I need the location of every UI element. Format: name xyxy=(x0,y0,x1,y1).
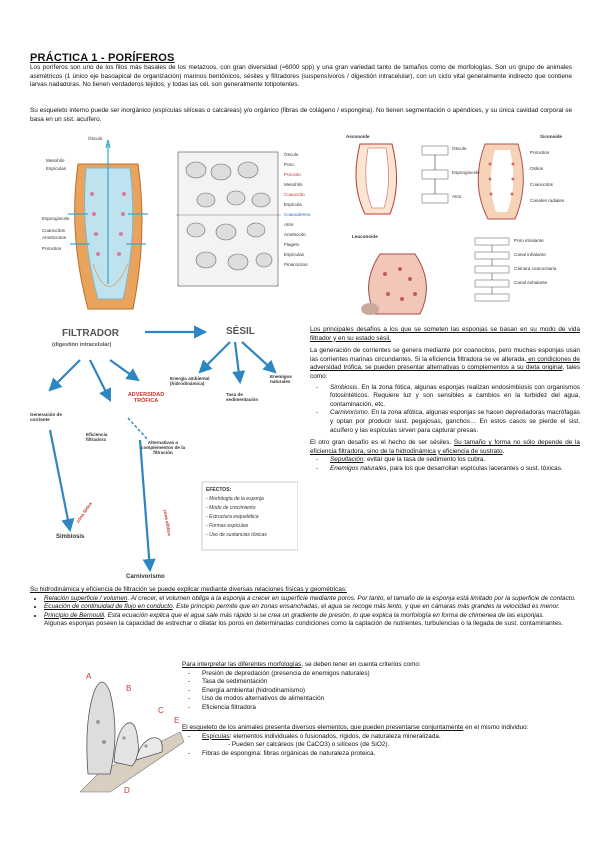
diagram-carnivorismo: Carnivorismo xyxy=(126,574,165,580)
body-plans-figure: Asconoide Siconoide Leuconoide Ósculo Es… xyxy=(340,134,585,319)
list-item-enemigos: Enemigos naturales, para los que desarro… xyxy=(310,465,580,474)
morph-criterion: Energía ambiental (hidrodinamismo) xyxy=(182,687,578,696)
hydro-item: Relación superficie / volumen. Al crecer… xyxy=(44,595,578,604)
fig1-label-porocitos: Porocitos xyxy=(42,246,62,251)
morph-intro: Para interpretar las diferentes morfolog… xyxy=(182,661,421,668)
diagram-generacion: Generación de corriente xyxy=(30,412,62,422)
fig3-title-siconoide: Siconoide xyxy=(540,134,562,139)
fig3-label-camara: Cámara coanocitaria xyxy=(514,266,557,271)
figure-letter-c: C xyxy=(158,706,164,715)
fig3-label-espongiocele: Espongiocele xyxy=(452,170,480,175)
fig2-label-poro: Poro xyxy=(284,162,294,167)
challenges-intro: Los principales desafíos a los que se so… xyxy=(310,326,580,342)
fig1-label-amebocitos: Amebocitos xyxy=(42,235,67,240)
diagram-efectos-box: EFECTOS: - Morfología de la esponja - Mo… xyxy=(206,486,296,540)
hydro-item: Ecuación de continuidad de flujo en cond… xyxy=(44,603,578,612)
fig2-label-espiculas: Espículas xyxy=(284,252,304,257)
diagram-eficiencia: Eficiencia filtradora xyxy=(86,432,108,442)
fig1-label-osculo: Ósculo xyxy=(88,136,103,141)
diagram-alternativas: Alternativas o complementos de la filtra… xyxy=(140,440,186,455)
figure-letter-a: A xyxy=(86,672,92,681)
skeleton-subitem: - Pueden ser calcáreos (de CaCO3) o silí… xyxy=(228,741,390,749)
fig3-label-canal-inhalante: Canal inhalante xyxy=(514,252,546,257)
hydro-item: Principio de Bernoulli. Esta ecuación ex… xyxy=(44,612,578,621)
fig2-label-amebocito: Amebocito xyxy=(284,232,306,237)
fig2-label-flagelo: Flagelo xyxy=(284,242,300,247)
diagram-efecto-item: - Modo de crecimiento xyxy=(206,505,256,511)
morph-criterion: Tasa de sedimentación xyxy=(182,678,578,687)
fig3-label-porocitos: Porocitos xyxy=(530,150,550,155)
hydro-intro: Su hidrodinámica y eficiencia de filtrac… xyxy=(30,586,347,593)
morph-criterion: Presión de depredación (presencia de ene… xyxy=(182,670,578,679)
current-generation-paragraph: La generación de corrientes se genera me… xyxy=(310,347,580,380)
skeleton-item-espongina: Fibras de espongina: fibras orgánicas de… xyxy=(182,750,578,759)
list-item-simbiosis: Simbiosis. En la zona fótica, algunas es… xyxy=(310,384,580,410)
skeleton-item-espiculas: Espículas: elementos individuales o fusi… xyxy=(182,733,578,750)
diagram-efecto-item: - Estructura esquelética xyxy=(206,514,259,520)
fig2-label-atrio: Atrio xyxy=(284,222,294,227)
diagram-efecto-item: - Uso de sustancias tóxicas xyxy=(206,532,267,538)
concept-diagram: FILTRADOR (digestión intracelular) SÉSIL… xyxy=(30,320,298,610)
list-item-sepultacion: Sepultación: evitar que la tasa de sedim… xyxy=(310,456,580,465)
skeleton-list: Espículas: elementos individuales o fusi… xyxy=(182,733,578,759)
figure-letter-b: B xyxy=(126,684,132,693)
intro-paragraph-1: Los poríferos son uno de los filos más b… xyxy=(30,64,572,89)
hydrodynamics-section: Su hidrodinámica y eficiencia de filtrac… xyxy=(30,586,578,629)
morph-criteria-list: Presión de depredación (presencia de ene… xyxy=(182,670,578,713)
fig3-label-coanocitos: Coanocitos xyxy=(530,182,553,187)
hydro-list: Relación superficie / volumen. Al crecer… xyxy=(30,595,578,621)
fig3-label-poro-inhalante: Poro inhalante xyxy=(514,238,544,243)
diagram-efecto-item: - Formas espiculas xyxy=(206,523,249,529)
sessile-paragraph: El otro gran desafío es el hecho de ser … xyxy=(310,439,580,455)
diagram-sesil: SÉSIL xyxy=(226,326,255,337)
fig1-label-espiculas: Espículas xyxy=(46,166,66,171)
fig2-label-mesohilo: Mesohilo xyxy=(284,182,303,187)
diagram-simbiosis: Simbiosis xyxy=(56,534,85,540)
diagram-efecto-item: - Morfología de la esponja xyxy=(206,496,264,502)
fig3-label-atrio: Atrio xyxy=(452,194,462,199)
skeleton-intro: El esqueleto de los animales presenta di… xyxy=(182,724,529,731)
hydro-note: Algunas esponjas poseen la capacidad de … xyxy=(44,620,564,628)
fig1-label-coanocitos: Coanocitos xyxy=(42,228,65,233)
feeding-alternatives-list: Simbiosis. En la zona fótica, algunas es… xyxy=(310,384,580,436)
sponge-morphology-figure: A B C D E xyxy=(79,662,185,802)
diagram-enemigos: Enemigos naturales xyxy=(270,374,292,384)
sessile-challenges-list: Sepultación: evitar que la tasa de sedim… xyxy=(310,456,580,473)
fig1-label-mesohilo: Mesohilo xyxy=(46,158,65,163)
fig2-label-porocito: Porocito xyxy=(284,172,301,177)
diagram-tasa: Tasa de sedimentación xyxy=(226,392,259,402)
diagram-filtrador-sub: (digestión intracelular) xyxy=(52,342,112,348)
fig3-label-osculo: Ósculo xyxy=(452,146,467,151)
diagram-energia: Energía ambiental (hidrodinámica) xyxy=(170,376,210,386)
fig2-label-coanodermo: Coanodermo xyxy=(284,212,311,217)
figure-letter-e: E xyxy=(174,716,180,725)
fig2-label-espicula: Espícula xyxy=(284,202,302,207)
right-column: Los principales desafíos a los que se so… xyxy=(310,326,580,474)
fig3-label-canal-exhalante: Canal exhalante xyxy=(514,280,548,285)
figure-letter-d: D xyxy=(124,786,130,795)
diagram-adversidad: ADVERSIDAD TRÓFICA xyxy=(127,392,165,404)
morph-criterion: Eficiencia filtradora xyxy=(182,704,578,713)
fig1-label-espongiocele: Espongiocele xyxy=(42,216,70,221)
diagram-filtrador: FILTRADOR xyxy=(62,328,120,339)
morphology-section: Para interpretar las diferentes morfolog… xyxy=(182,661,578,713)
list-item-carnivorismo: Carnivorismo. En la zona afótica, alguna… xyxy=(310,409,580,435)
fig3-title-leuconoide: Leuconoide xyxy=(352,234,378,239)
fig3-label-ostios: Ostios xyxy=(530,166,544,171)
diagram-efectos-title: EFECTOS: xyxy=(206,487,232,493)
cell-layers-figure: Ósculo Poro Porocito Mesohilo Coanocito … xyxy=(176,150,314,290)
fig2-label-coanocito: Coanocito xyxy=(284,192,305,197)
skeleton-section: El esqueleto de los animales presenta di… xyxy=(182,724,578,758)
fig3-label-canales-radiales: Canales radiales xyxy=(530,198,565,203)
page-title: PRÁCTICA 1 - PORÍFEROS xyxy=(30,52,175,64)
morph-criterion: Uso de modos alternativos de alimentació… xyxy=(182,695,578,704)
intro-paragraph-2: Su esqueleto interno puede ser inorgánic… xyxy=(30,107,572,123)
sponge-anatomy-figure: Ósculo Mesohilo Espículas Espongiocele C… xyxy=(42,134,168,314)
fig2-label-osculo: Ósculo xyxy=(284,152,299,157)
fig3-title-asconoide: Asconoide xyxy=(346,134,370,139)
fig2-label-pinacocitos: Pinacocitos xyxy=(284,262,308,267)
